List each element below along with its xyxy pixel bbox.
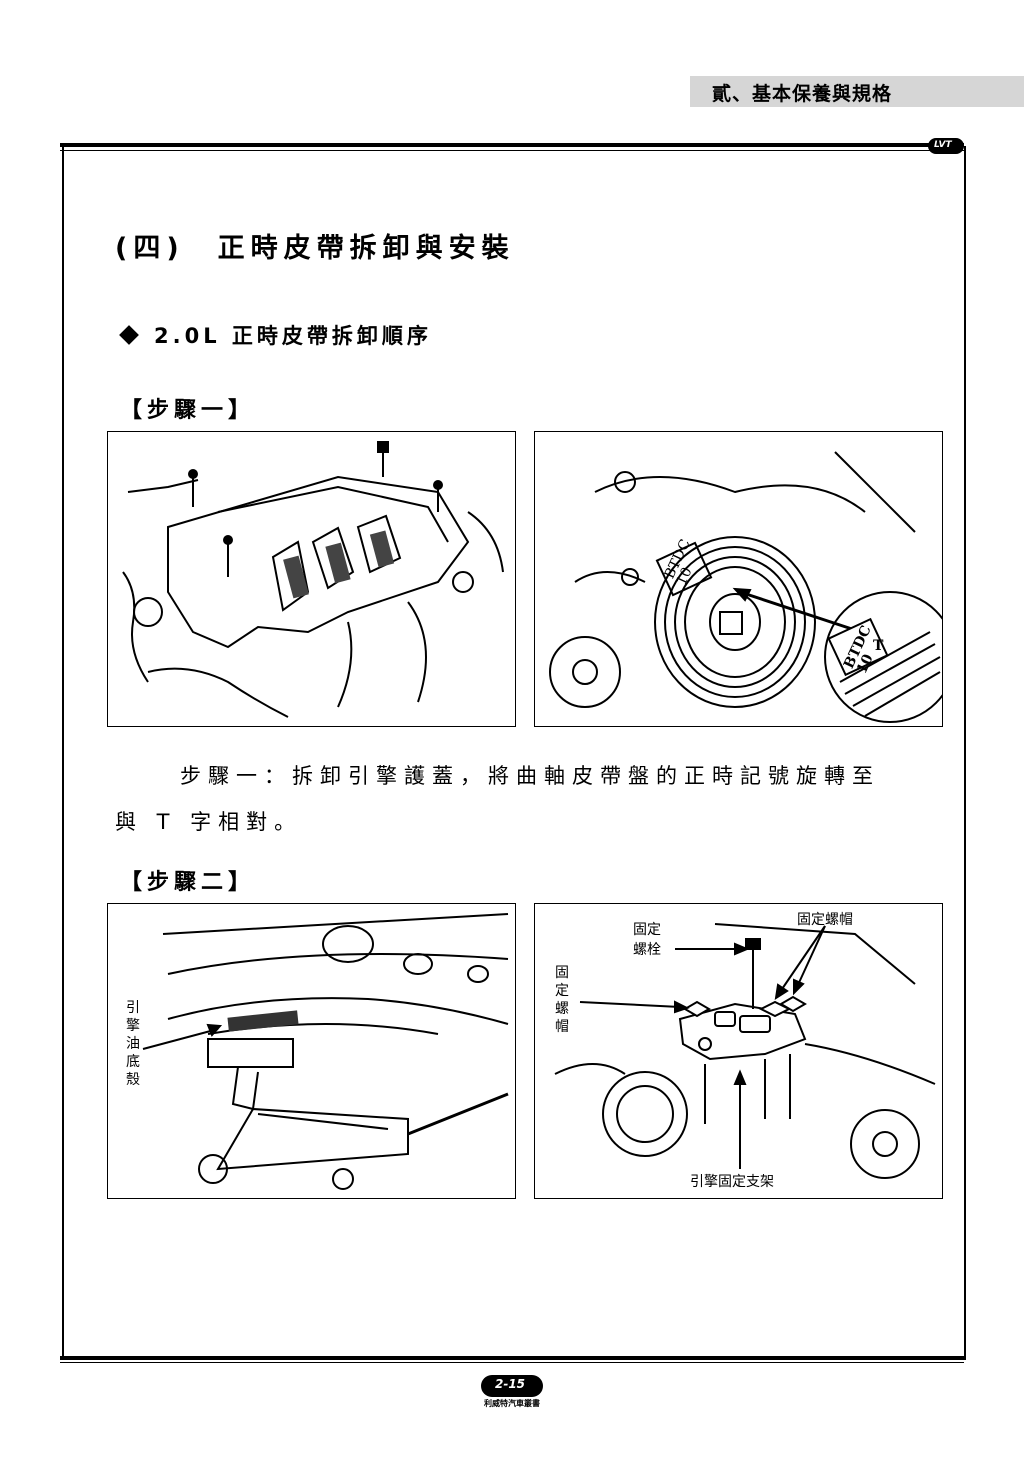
top-rule [60, 143, 964, 147]
callout-t-label: T [873, 638, 884, 654]
step2-heading: 【步驟二】 [120, 870, 256, 895]
fixing-nut-left-label-1: 固 [555, 965, 569, 981]
oil-pan-label-5: 殼 [126, 1072, 140, 1088]
fixing-nut-left-label-2: 定 [555, 983, 569, 999]
oil-pan-label-4: 底 [126, 1054, 140, 1070]
subsection-title: 2.0L 正時皮帶拆卸順序 [154, 324, 432, 348]
chapter-header-tab [690, 76, 1024, 107]
page-frame [62, 146, 966, 1360]
bottom-rule-thin [60, 1362, 964, 1363]
top-rule-thin [60, 150, 964, 151]
crankshaft-pulley-illustration: BTDC 10 BTDC 10 T [534, 431, 943, 727]
oil-pan-label-3: 油 [126, 1036, 140, 1052]
subsection-heading: 2.0L 正時皮帶拆卸順序 [119, 320, 432, 350]
brand-logo-text: LVT [934, 140, 952, 150]
section-title: (四) 正時皮帶拆卸與安裝 [115, 233, 515, 264]
page-number: 2-15 [495, 1377, 526, 1391]
diamond-bullet-icon [119, 325, 139, 345]
fixing-nut-left-label-4: 帽 [555, 1019, 569, 1035]
publisher-name: 利威特汽車叢書 [484, 1399, 540, 1408]
engine-cover-drawing [122, 441, 504, 718]
step1-caption-line2: 與 T 字相對。 [115, 810, 303, 834]
fixing-nut-left-label-3: 螺 [555, 1001, 569, 1017]
chapter-title: 貳、基本保養與規格 [712, 83, 893, 105]
oil-pan-label-2: 擎 [126, 1018, 140, 1034]
engine-cover-illustration [107, 431, 516, 727]
jack-oil-pan-drawing: 引 擎 油 底 殼 [126, 913, 509, 1190]
crankshaft-pulley-drawing: BTDC 10 BTDC 10 T [549, 451, 942, 723]
step1-caption-line1: 步驟一：拆卸引擎護蓋，將曲軸皮帶盤的正時記號旋轉至 [180, 764, 880, 788]
timing-mark-10: 10 [674, 565, 696, 588]
oil-pan-label-1: 引 [126, 1000, 140, 1016]
engine-bracket-label: 引擎固定支架 [690, 1174, 774, 1190]
callout-10-label: 10 [854, 652, 877, 677]
fixing-nut-right-label: 固定螺帽 [797, 912, 853, 928]
fixing-bolt-label-bottom: 螺栓 [633, 942, 661, 958]
step1-heading: 【步驟一】 [120, 398, 256, 423]
brand-logo-top [928, 138, 964, 154]
fixing-bolt-label-top: 固定 [633, 922, 661, 938]
page-number-badge [481, 1375, 543, 1397]
engine-mount-drawing: 固定 螺栓 固定螺帽 固 定 螺 帽 引擎固定支架 [554, 912, 936, 1190]
engine-mount-illustration: 固定 螺栓 固定螺帽 固 定 螺 帽 引擎固定支架 [534, 903, 943, 1199]
jack-oil-pan-illustration: 引 擎 油 底 殼 [107, 903, 516, 1199]
bottom-rule [60, 1356, 964, 1360]
